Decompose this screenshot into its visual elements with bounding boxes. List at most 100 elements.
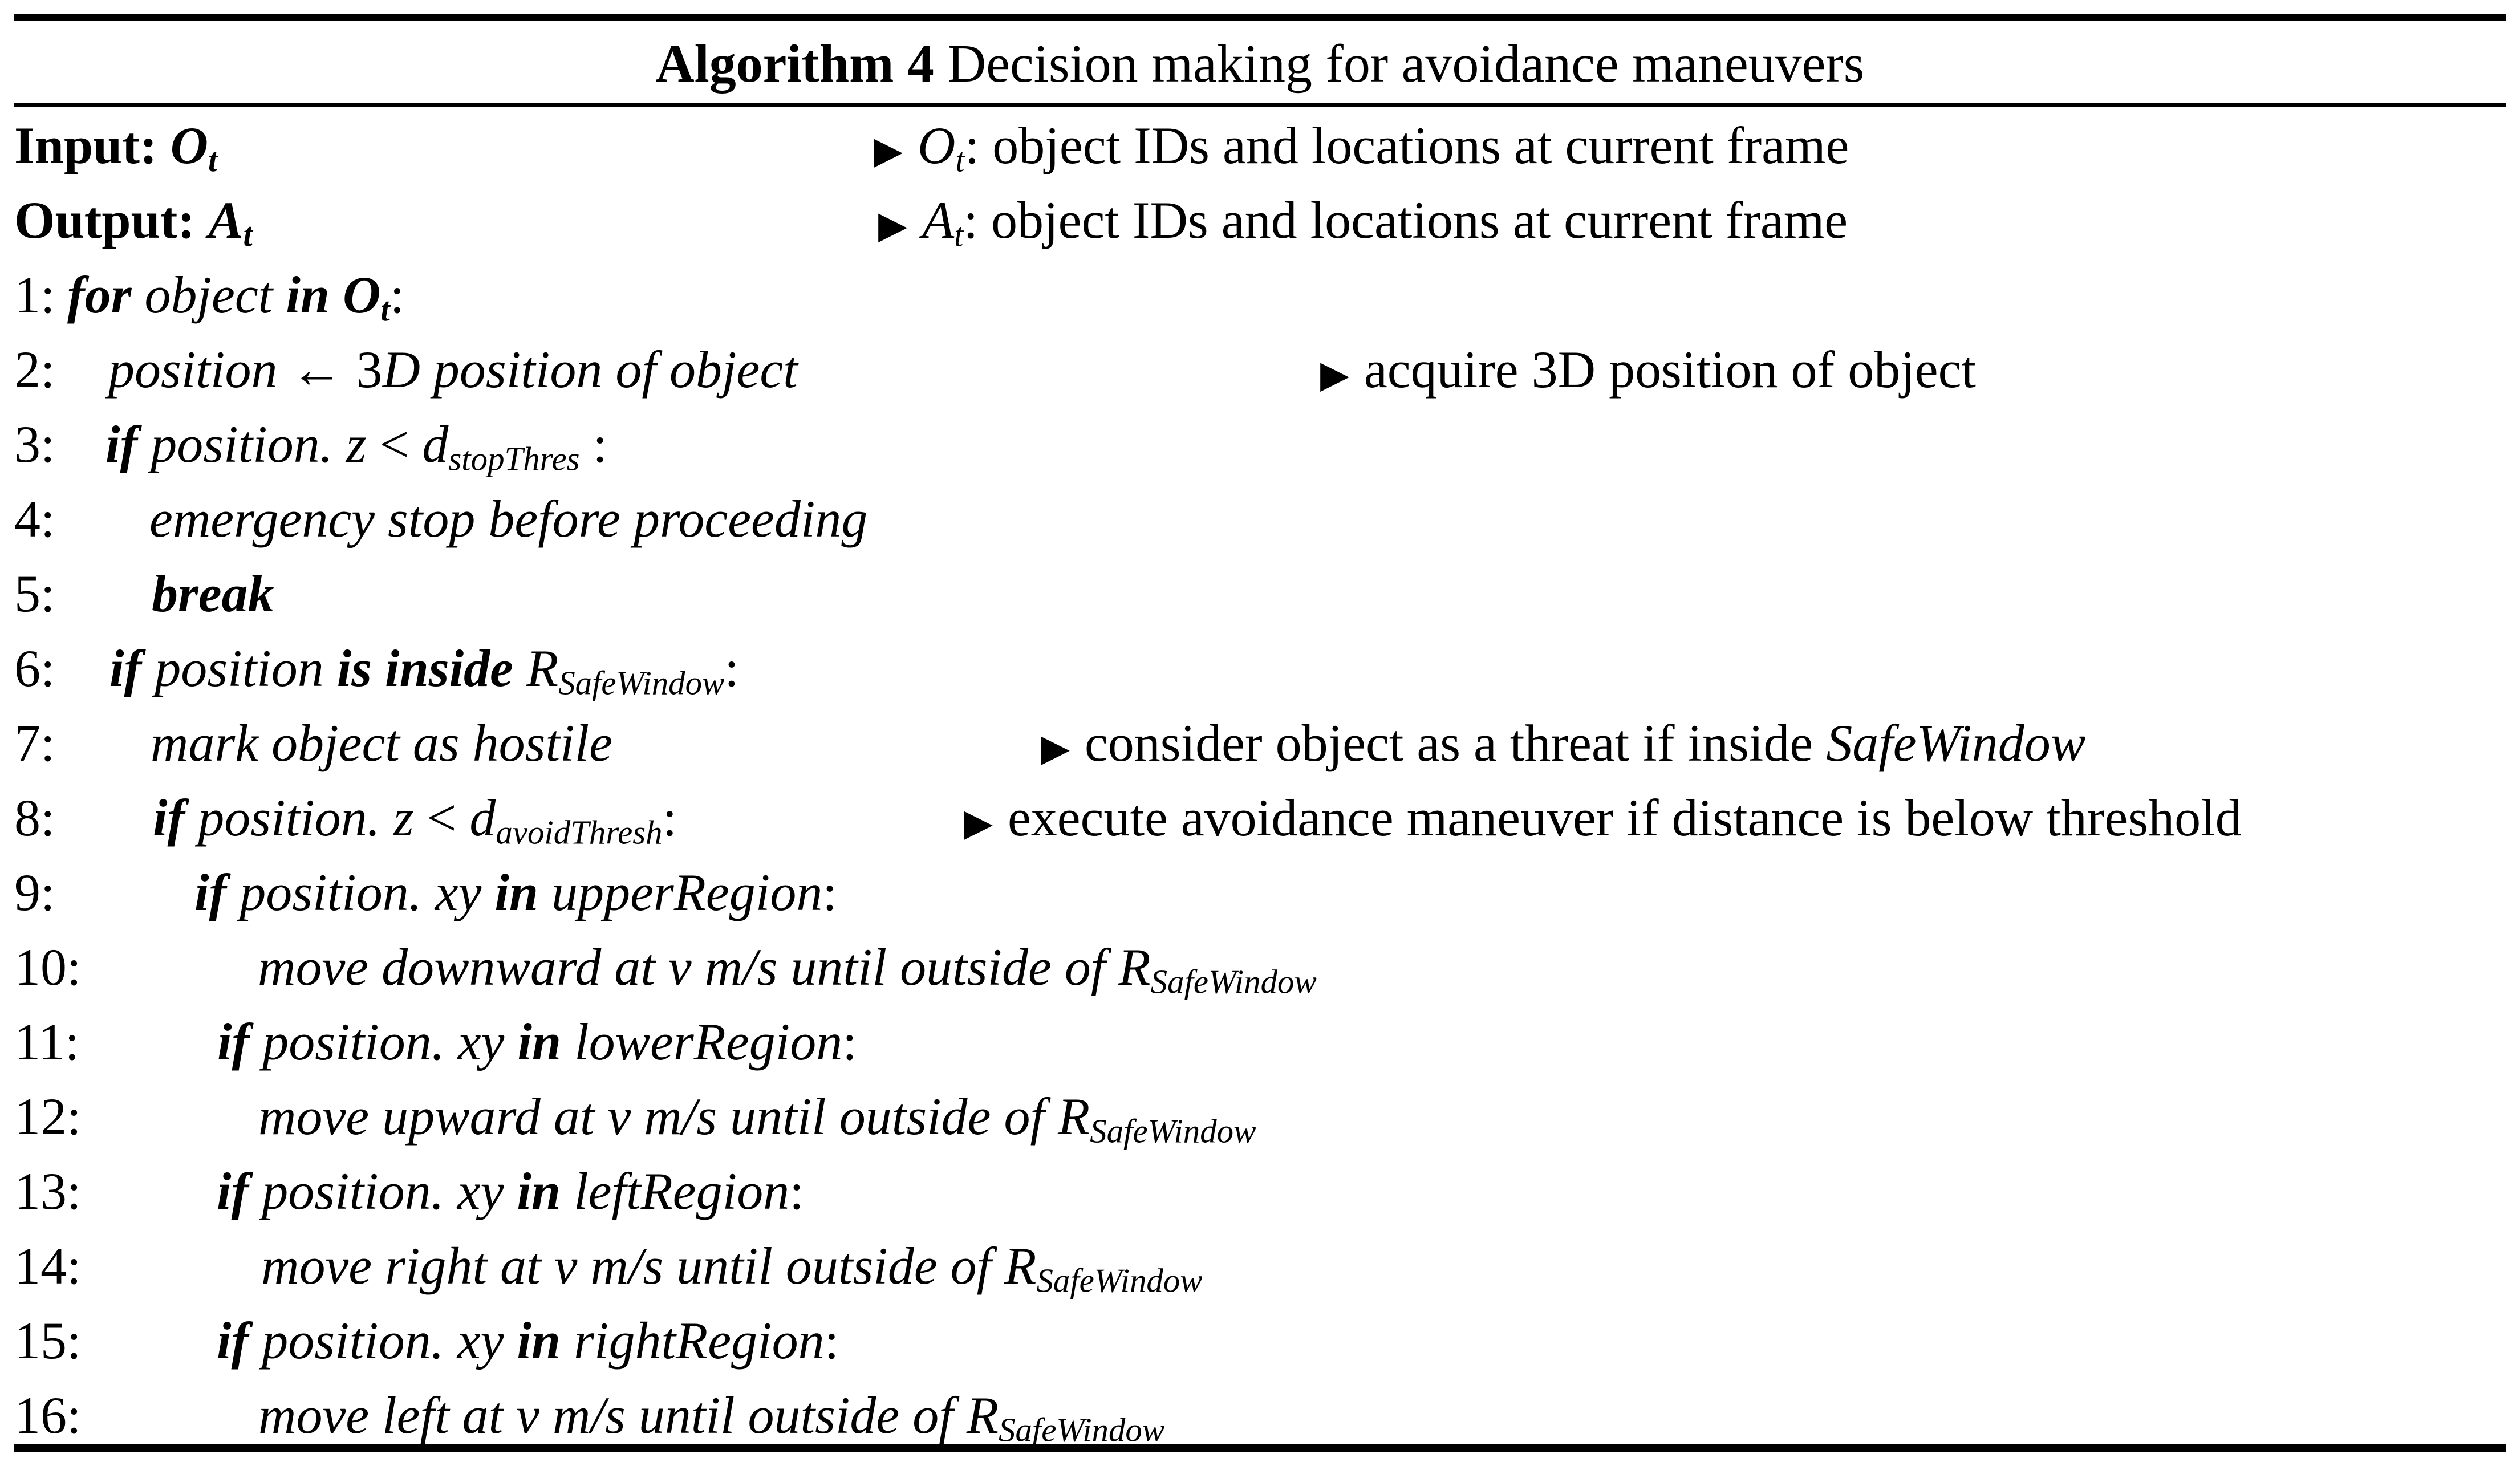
algo-line-6: 4: emergency stop before proceeding bbox=[0, 482, 2520, 557]
algo-body: Input: Ot▶Ot: object IDs and locations a… bbox=[0, 108, 2520, 1453]
text-segment: t bbox=[380, 291, 390, 328]
line-number: 8: bbox=[14, 789, 55, 847]
text-segment: position. xy bbox=[262, 1311, 517, 1370]
algo-line-9: 7: mark object as hostile ▶ consider object… bbox=[0, 706, 2520, 781]
text-segment: position bbox=[108, 340, 291, 399]
algo-line-4: 2:position ← 3D position of object▶acqui… bbox=[0, 332, 2520, 407]
code-text: mark object as hostile bbox=[151, 706, 612, 781]
line-number: 14: bbox=[14, 1237, 82, 1295]
text-segment: t bbox=[955, 141, 965, 179]
top-rule bbox=[14, 14, 2506, 21]
text-segment: if bbox=[105, 415, 151, 473]
text-segment: move right at v m/s until outside of R bbox=[261, 1237, 1037, 1295]
comment-text: ▶ consider object as a threat if inside S… bbox=[1041, 706, 2085, 785]
algo-line-8: 6:if position is inside RSafeWindow: bbox=[0, 631, 2520, 706]
algo-line-15: 13:if position. xy in leftRegion: bbox=[0, 1154, 2520, 1229]
comment-text: ▶execute avoidance maneuver if distance … bbox=[964, 781, 2242, 860]
code-text: if position. xy in rightRegion: bbox=[217, 1303, 839, 1378]
algo-line-13: 11: if position. xy in lowerRegion: bbox=[0, 1005, 2520, 1079]
text-segment: SafeWindow bbox=[558, 664, 725, 702]
line-number: 13: bbox=[14, 1162, 82, 1220]
text-segment: avoidThresh bbox=[496, 814, 663, 851]
text-segment: SafeWindow bbox=[1826, 714, 2086, 772]
text-segment: in O bbox=[286, 266, 381, 324]
text-segment: t bbox=[243, 216, 253, 254]
algo-line-14: 12:move upward at v m/s until outside of… bbox=[0, 1079, 2520, 1154]
algo-line-5: 3:if position. z < dstopThres : bbox=[0, 407, 2520, 482]
text-segment: position. xy bbox=[240, 863, 495, 921]
text-segment: : bbox=[824, 1311, 839, 1370]
algo-line-2: Output: At▶At: object IDs and locations … bbox=[0, 183, 2520, 258]
text-segment: O bbox=[917, 116, 956, 174]
text-segment: lowerRegion bbox=[561, 1013, 843, 1071]
comment-marker-icon: ▶ bbox=[878, 203, 907, 247]
text-segment: t bbox=[208, 141, 218, 179]
text-segment: d bbox=[469, 789, 496, 847]
line-number: 7: bbox=[14, 714, 55, 772]
comment-marker-icon: ▶ bbox=[1041, 726, 1070, 770]
algorithm-title: Algorithm 4 Decision making for avoidanc… bbox=[0, 26, 2520, 103]
text-segment: : bbox=[662, 789, 677, 847]
code-text: if position. xy in upperRegion: bbox=[194, 855, 837, 930]
code-text: position ← 3D position of object bbox=[108, 332, 798, 407]
text-segment: if bbox=[217, 1311, 262, 1370]
comment-marker-icon: ▶ bbox=[874, 128, 903, 172]
algo-line-16: 14: move right at v m/s until outside of … bbox=[0, 1229, 2520, 1303]
text-segment: SafeWindow bbox=[1036, 1262, 1203, 1299]
text-segment: if bbox=[153, 789, 198, 847]
text-segment: d bbox=[422, 415, 449, 473]
line-number: 4: bbox=[14, 490, 55, 548]
text-segment: Input: bbox=[14, 116, 171, 174]
algo-line-18: 16: move left at v m/s until outside of R… bbox=[0, 1378, 2520, 1453]
comment-text: ▶acquire 3D position of object bbox=[1320, 332, 1976, 412]
text-segment: Output: bbox=[14, 191, 208, 249]
line-number: 16: bbox=[14, 1386, 82, 1444]
text-segment: object bbox=[131, 266, 286, 324]
text-segment: emergency stop before proceeding bbox=[149, 490, 868, 548]
line-number: 1: bbox=[14, 266, 55, 324]
text-segment: < bbox=[427, 789, 470, 847]
text-segment: t bbox=[954, 216, 964, 254]
text-segment: R bbox=[526, 639, 559, 697]
line-number: 10: bbox=[14, 938, 82, 996]
text-segment: move left at v m/s until outside of R bbox=[258, 1386, 999, 1444]
line-number: 5: bbox=[14, 565, 55, 623]
text-segment: in bbox=[517, 1311, 561, 1370]
code-text: if position. z < dstopThres : bbox=[105, 407, 607, 497]
text-segment: for bbox=[67, 266, 132, 324]
text-segment: is inside bbox=[336, 639, 526, 697]
line-number: 12: bbox=[14, 1087, 82, 1146]
text-segment: ← 3 bbox=[290, 340, 383, 399]
text-segment: position. z bbox=[151, 415, 380, 473]
code-text: move left at v m/s until outside of RSaf… bbox=[258, 1378, 1164, 1466]
comment-marker-icon: ▶ bbox=[1320, 352, 1349, 396]
code-text: Output: At bbox=[14, 183, 253, 273]
algo-line-17: 15:if position. xy in rightRegion: bbox=[0, 1303, 2520, 1378]
text-segment: mark object as hostile bbox=[151, 714, 612, 772]
code-text: if position. xy in lowerRegion: bbox=[217, 1005, 857, 1079]
text-segment: O bbox=[170, 116, 209, 174]
text-segment: break bbox=[152, 565, 274, 623]
code-text: move right at v m/s until outside of RSa… bbox=[261, 1229, 1203, 1318]
text-segment: leftRegion bbox=[561, 1162, 790, 1220]
code-text: emergency stop before proceeding bbox=[149, 482, 867, 557]
text-segment: D position of object bbox=[382, 340, 798, 399]
code-text: if position. z < davoidThresh: bbox=[153, 781, 677, 870]
line-number: 6: bbox=[14, 639, 55, 697]
text-segment: consider object as a threat if inside bbox=[1084, 714, 1827, 772]
text-segment: in bbox=[517, 1162, 561, 1220]
text-segment: : bbox=[724, 639, 739, 697]
text-segment: if bbox=[217, 1013, 263, 1071]
text-segment: : bbox=[389, 266, 405, 324]
algorithm-title-label: Algorithm 4 bbox=[655, 34, 934, 94]
text-segment: : object IDs and locations at current fr… bbox=[963, 191, 1848, 249]
text-segment: if bbox=[109, 639, 155, 697]
line-number: 3: bbox=[14, 415, 55, 473]
code-text: move downward at v m/s until outside of … bbox=[258, 930, 1317, 1020]
line-number: 11: bbox=[14, 1013, 80, 1071]
line-number: 2: bbox=[14, 340, 55, 399]
algo-line-10: 8:if position. z < davoidThresh:▶execute… bbox=[0, 781, 2520, 855]
text-segment: move downward at v m/s until outside of … bbox=[258, 938, 1151, 996]
algo-line-7: 5: break bbox=[0, 557, 2520, 631]
algo-line-3: 1:for object in Ot: bbox=[0, 258, 2520, 332]
